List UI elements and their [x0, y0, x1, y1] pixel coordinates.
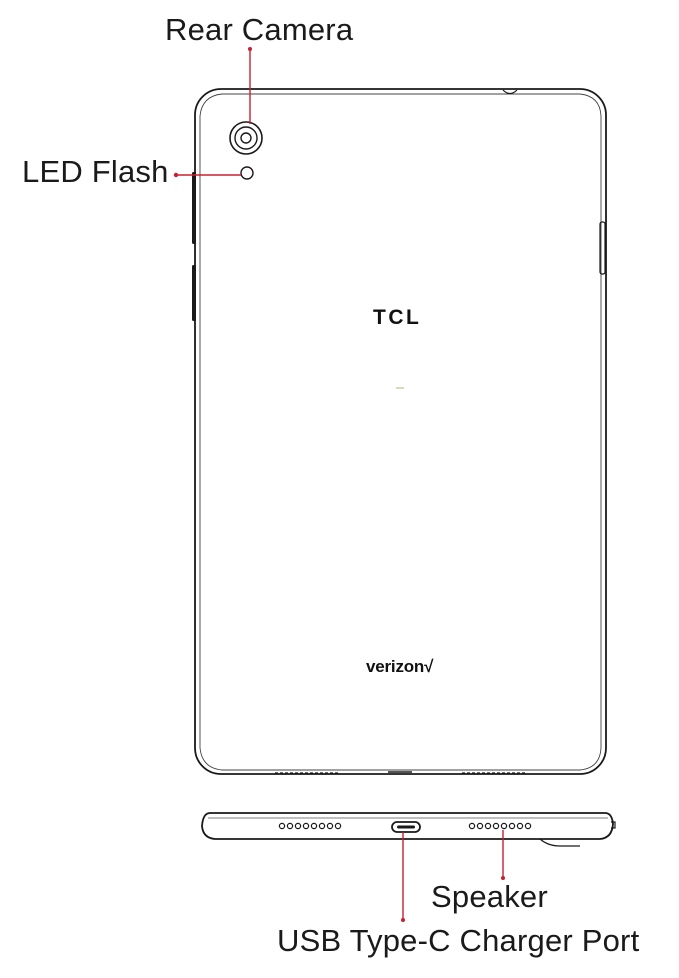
- right-side-slot: [599, 221, 606, 275]
- tcl-logo: TCL: [373, 306, 422, 329]
- speaker-hole: [476, 822, 484, 830]
- speaker-hole: [524, 822, 532, 830]
- speaker-hole: [492, 822, 500, 830]
- tablet-back-outline: [194, 88, 607, 775]
- speaker-label: Speaker: [431, 879, 548, 914]
- rear-camera: [229, 121, 263, 155]
- leader-dot-speaker: [501, 876, 505, 880]
- bottom-edge-right-tab: [539, 838, 580, 847]
- speaker-grille-right: [468, 822, 532, 830]
- speaker-hole: [278, 822, 286, 830]
- usb-c-port-inner: [397, 825, 415, 829]
- leader-lines: [173, 47, 505, 922]
- speaker-hole: [508, 822, 516, 830]
- bottom-edge-right-nub: [611, 821, 616, 829]
- speaker-hole: [294, 822, 302, 830]
- speaker-grille-left: [278, 822, 342, 830]
- speaker-hole: [302, 822, 310, 830]
- led-flash: [240, 166, 254, 180]
- speaker-hole: [468, 822, 476, 830]
- rear-camera-label: Rear Camera: [165, 12, 354, 47]
- speaker-hole: [516, 822, 524, 830]
- top-mic-notch: [502, 89, 518, 95]
- usb-port-label: USB Type-C Charger Port: [277, 923, 640, 958]
- leader-dot-rear-camera: [248, 47, 252, 51]
- speaker-hole: [500, 822, 508, 830]
- speaker-hole: [286, 822, 294, 830]
- tablet-back: [192, 88, 607, 775]
- left-side-button-lower: [192, 265, 196, 321]
- left-side-button-upper: [192, 172, 196, 244]
- verizon-logo: verizon√: [366, 657, 434, 676]
- usb-c-port: [391, 821, 421, 833]
- speaker-hole: [326, 822, 334, 830]
- led-flash-label: LED Flash: [22, 154, 169, 189]
- speaker-hole: [334, 822, 342, 830]
- tablet-back-bevel: [199, 93, 602, 771]
- leader-dot-led-flash: [173, 172, 179, 178]
- bottom-edge-outline: [201, 812, 614, 840]
- tablet-bottom-edge: [201, 812, 616, 847]
- rear-camera-middle-ring: [234, 126, 258, 150]
- leader-dot-usb-port: [401, 918, 405, 922]
- rear-camera-lens: [240, 132, 252, 144]
- speaker-hole: [310, 822, 318, 830]
- speaker-hole: [484, 822, 492, 830]
- speaker-hole: [318, 822, 326, 830]
